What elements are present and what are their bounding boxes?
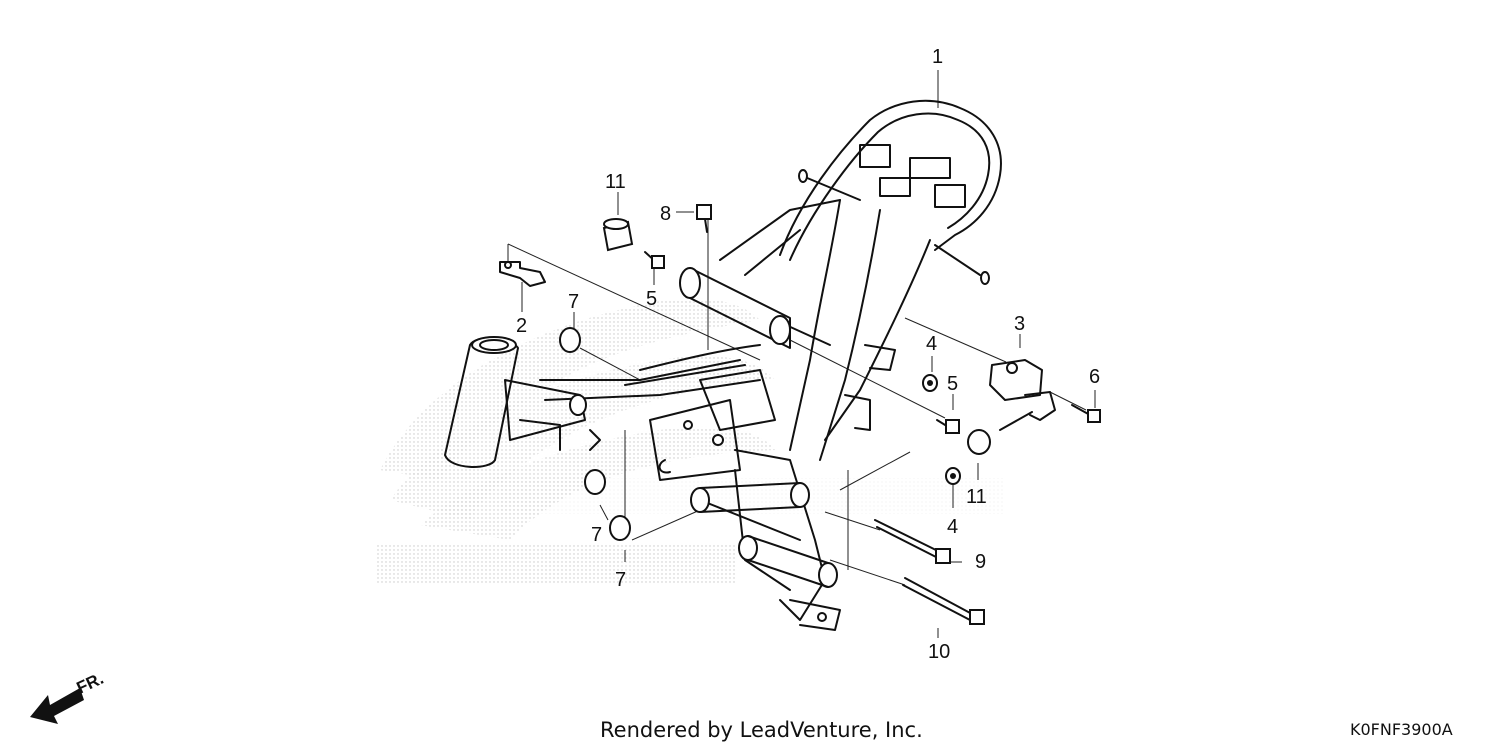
diagram-code: K0FNF3900A: [1350, 720, 1453, 739]
callout-8: 8: [660, 203, 671, 225]
callout-5-left: 5: [646, 288, 657, 310]
part-2-bracket: [499, 261, 546, 287]
callout-9: 9: [975, 551, 986, 573]
callout-labels: 1 2 3 4 4 5 5 6 7 7 7 8 9 10 11 11: [516, 46, 1100, 663]
part-8-bolt: [696, 204, 712, 233]
callout-5-right: 5: [947, 373, 958, 395]
main-frame: [444, 99, 1002, 631]
part-4-washers: [922, 374, 961, 485]
callout-4-bottom: 4: [947, 516, 958, 538]
callout-4-top: 4: [926, 333, 937, 355]
callout-11-top: 11: [605, 171, 626, 193]
part-3-lock-assembly: [989, 359, 1056, 431]
callout-10: 10: [928, 641, 950, 663]
leader-lines: [507, 70, 1096, 638]
part-5-bolts: [644, 251, 960, 434]
part-7-rubber-mounts: [559, 327, 631, 541]
part-9-long-bolt: [874, 519, 951, 564]
callout-7-middle: 7: [591, 524, 602, 546]
callout-11-bottom: 11: [966, 486, 987, 508]
part-6-bolt: [1071, 404, 1101, 423]
rendered-by-credit: Rendered by LeadVenture, Inc.: [600, 718, 923, 742]
callout-1: 1: [932, 46, 943, 68]
part-10-longer-bolt: [902, 577, 985, 625]
front-direction-arrow-icon: FR.: [30, 669, 107, 724]
callout-2: 2: [516, 315, 527, 337]
callout-6: 6: [1089, 366, 1100, 388]
callout-7-bottom: 7: [615, 569, 626, 591]
callout-7-top: 7: [568, 291, 579, 313]
callout-3: 3: [1014, 313, 1025, 335]
part-11-caps: [602, 218, 991, 455]
